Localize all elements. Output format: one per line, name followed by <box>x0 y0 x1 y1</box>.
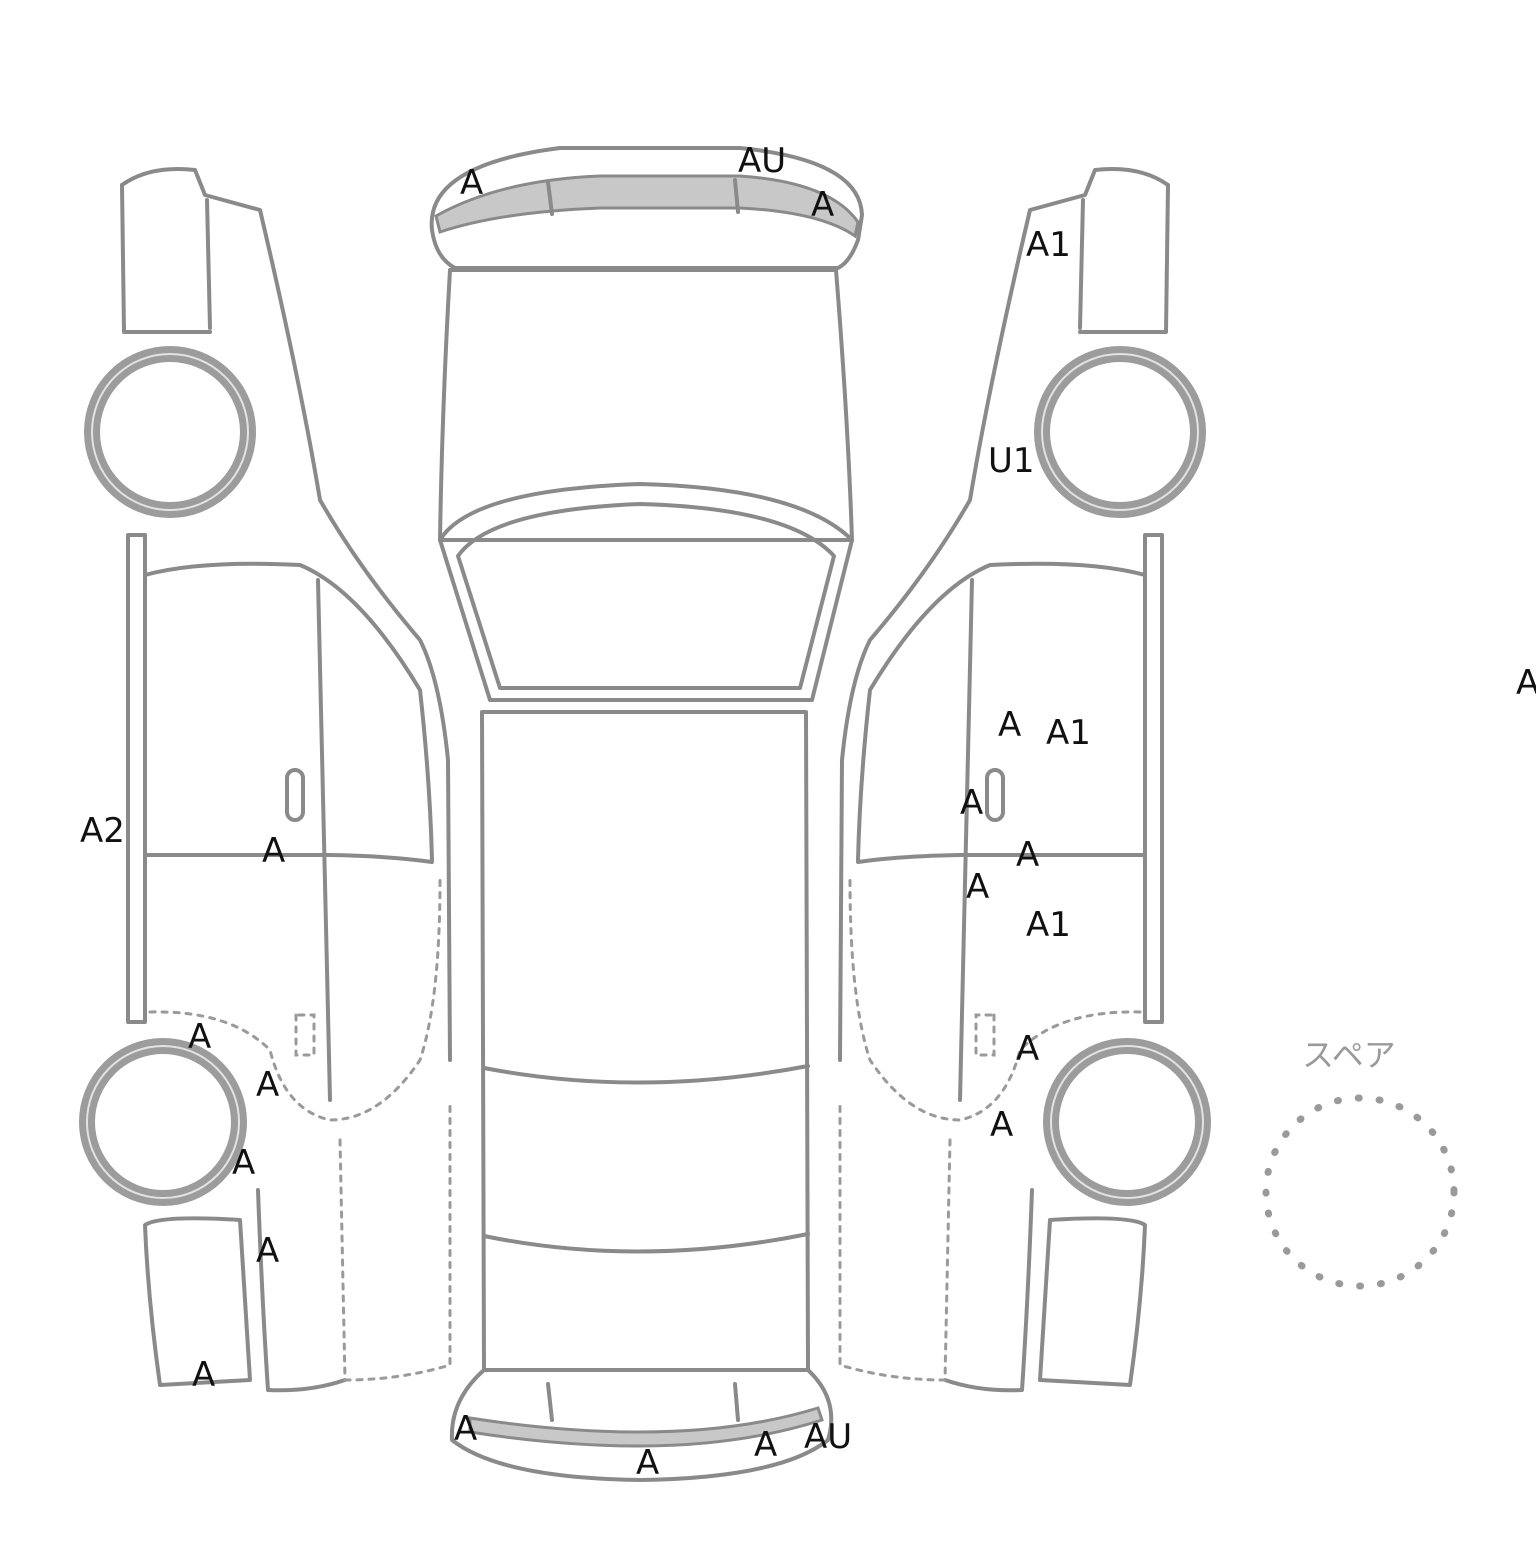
damage-mark: A <box>454 1409 478 1449</box>
front-bumper <box>429 146 864 270</box>
damage-mark: A <box>1516 663 1536 703</box>
damage-mark: A <box>754 1425 778 1465</box>
damage-mark: A <box>990 1105 1014 1145</box>
damage-mark: A1 <box>1046 713 1091 753</box>
damage-mark: A <box>262 831 286 871</box>
damage-mark: A <box>966 867 990 907</box>
spare-tire-circle <box>1262 1094 1458 1290</box>
damage-mark: A <box>232 1143 256 1183</box>
damage-mark: A <box>1016 1029 1040 1069</box>
damage-mark: A <box>256 1065 280 1105</box>
damage-mark: AU <box>738 141 787 181</box>
damage-mark: A <box>1016 835 1040 875</box>
damage-mark: A2 <box>80 811 125 851</box>
damage-mark: A <box>636 1443 660 1483</box>
damage-mark: U1 <box>988 441 1035 481</box>
damage-mark: A <box>460 163 484 203</box>
damage-mark: A <box>256 1231 280 1271</box>
damage-mark: A <box>811 185 835 225</box>
damage-mark: A <box>192 1355 216 1395</box>
damage-mark: AU <box>804 1417 853 1457</box>
car-top-view <box>429 146 864 1482</box>
windshield <box>438 482 854 702</box>
car-right-side-view <box>838 167 1211 1393</box>
damage-mark: A <box>960 783 984 823</box>
damage-mark: A <box>998 705 1022 745</box>
damage-mark: A1 <box>1026 905 1071 945</box>
damage-mark: A <box>188 1017 212 1057</box>
spare-label: スペア <box>1302 1036 1396 1074</box>
car-left-side-view <box>79 167 452 1393</box>
rear-bumper <box>449 1368 834 1482</box>
damage-mark: A1 <box>1026 225 1071 265</box>
roof <box>480 710 810 1372</box>
hood <box>438 268 854 542</box>
spare-tire: スペア <box>1262 1036 1458 1290</box>
